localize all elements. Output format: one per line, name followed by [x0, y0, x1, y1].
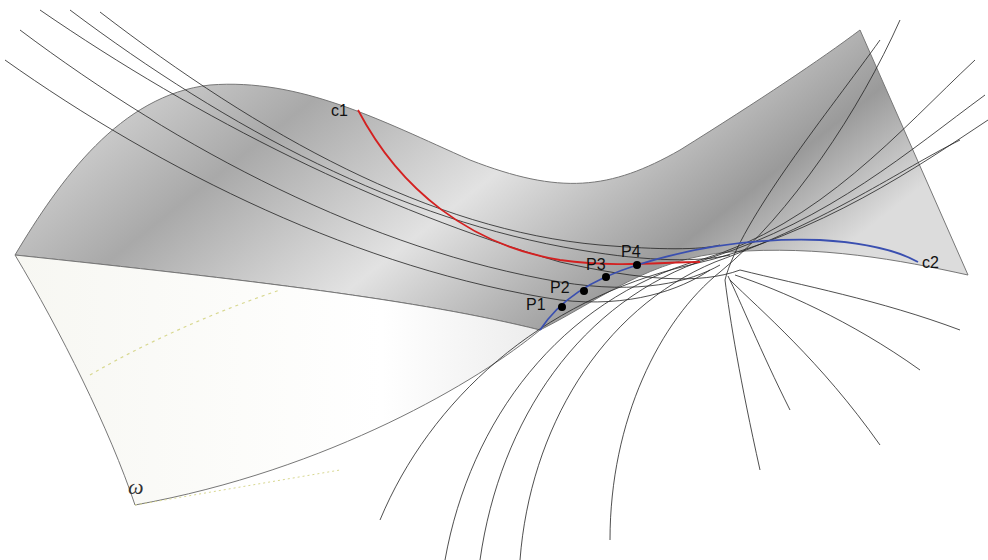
point-label: P2 — [550, 280, 570, 296]
dashed-line — [90, 290, 280, 375]
curve-c2 — [540, 240, 918, 330]
curve-label: c1 — [331, 103, 348, 119]
curve-label: c2 — [922, 255, 939, 271]
point-label: P4 — [621, 244, 641, 260]
curve-c1 — [358, 110, 700, 264]
point-label: P1 — [526, 297, 546, 313]
surface-front — [15, 255, 540, 505]
guide-curves — [5, 10, 988, 560]
dashed-edge — [135, 470, 340, 505]
point-label: P3 — [586, 257, 606, 273]
surface-label: ω — [128, 476, 144, 498]
